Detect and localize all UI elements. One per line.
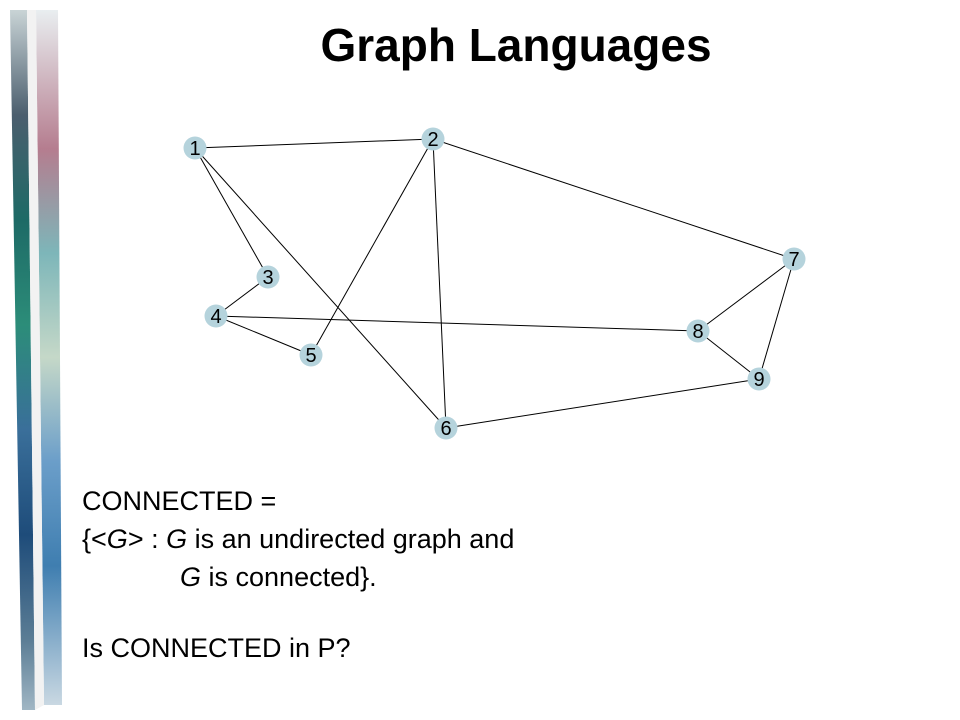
node-9: 9 <box>747 367 771 391</box>
edge-4-5 <box>215 315 312 356</box>
node-circle <box>782 247 806 271</box>
definition-line-3: G is connected}. <box>82 558 514 596</box>
var-g: G <box>106 524 128 554</box>
node-3: 3 <box>256 265 280 289</box>
node-circle <box>747 367 771 391</box>
node-2: 2 <box>421 127 445 151</box>
node-circle <box>299 343 323 367</box>
edge-7-9 <box>758 258 795 380</box>
edge-4-8 <box>215 315 699 332</box>
node-6: 6 <box>434 416 458 440</box>
node-circle <box>204 304 228 328</box>
node-7: 7 <box>782 247 806 271</box>
definition-block: CONNECTED = {<G> : G is an undirected gr… <box>82 482 514 667</box>
brace-open: {< <box>82 524 107 554</box>
edge-6-9 <box>445 378 760 429</box>
node-circle <box>421 127 445 151</box>
edge-2-5 <box>310 138 434 356</box>
definition-line-2: {<G> : G is an undirected graph and <box>82 520 514 558</box>
question-text: Is CONNECTED in P? <box>82 633 351 663</box>
node-label: 3 <box>262 267 273 289</box>
node-circle <box>686 319 710 343</box>
node-label: 2 <box>427 129 438 151</box>
node-label: 6 <box>440 418 451 440</box>
undirected-text: is an undirected graph and <box>187 524 515 554</box>
edge-2-7 <box>432 138 795 260</box>
colon-text: > : <box>127 524 167 554</box>
var-g: G <box>166 524 188 554</box>
decorative-border <box>10 10 62 710</box>
node-4: 4 <box>204 304 228 328</box>
connected-text: is connected}. <box>201 562 377 592</box>
node-label: 7 <box>788 249 799 271</box>
node-5: 5 <box>299 343 323 367</box>
node-8: 8 <box>686 319 710 343</box>
node-1: 1 <box>183 136 207 160</box>
node-circle <box>434 416 458 440</box>
node-label: 4 <box>210 306 221 328</box>
graph-diagram: 1 2 3 4 5 6 7 8 9 <box>183 127 806 440</box>
node-circle <box>183 136 207 160</box>
definition-line-1: CONNECTED = <box>82 486 277 516</box>
edge-2-6 <box>432 138 447 429</box>
node-label: 9 <box>753 369 764 391</box>
edge-7-8 <box>697 258 795 332</box>
var-g: G <box>180 562 202 592</box>
edge-1-6 <box>194 147 447 429</box>
edge-1-3 <box>194 147 269 278</box>
node-label: 8 <box>692 321 703 343</box>
page-title: Graph Languages <box>320 19 712 71</box>
node-label: 1 <box>189 138 200 160</box>
edge-1-2 <box>194 138 434 149</box>
edge-8-9 <box>697 330 760 380</box>
node-circle <box>256 265 280 289</box>
node-label: 5 <box>305 345 316 367</box>
